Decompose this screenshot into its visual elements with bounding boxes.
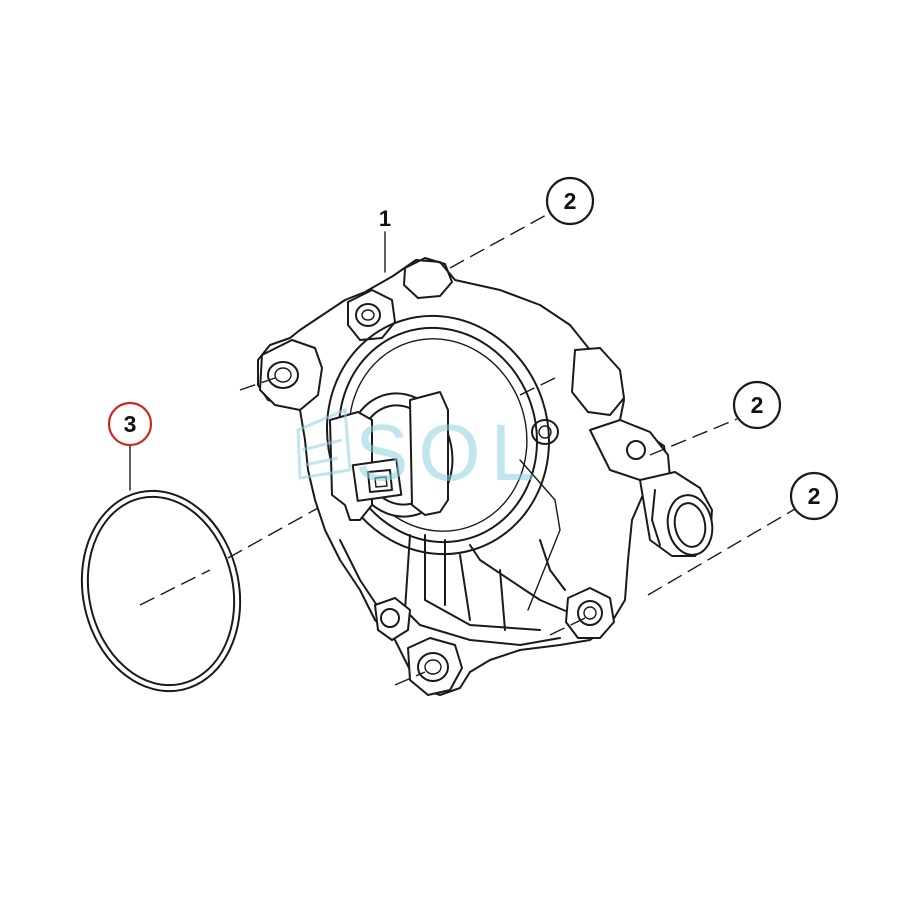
watermark-text: SOL [355,408,545,497]
callout-label-3-highlighted: 3 [107,401,153,447]
mounting-lug-bottom-right [565,587,615,639]
watermark-logo-icon [296,407,352,480]
o-ring-part [80,489,242,693]
part-label-1: 1 [379,206,391,231]
part-label-2-top: 2 [564,188,577,214]
outlet-nozzle [589,419,714,557]
leader-lines [129,213,796,686]
mounting-lug-bottom-left [374,597,411,641]
callout-label-1: 1 [379,206,391,231]
watermark: SOL [296,407,545,497]
callout-label-2-top: 2 [545,176,595,226]
drive-coupling [329,391,454,521]
part-label-3: 3 [124,411,137,437]
vacuum-pump-housing [257,257,714,696]
callout-label-2-middle: 2 [732,380,782,430]
part-label-2-middle: 2 [751,392,764,418]
mounting-lug-top-left [259,339,323,411]
part-label-2-bottom: 2 [808,483,821,509]
mounting-lug-right [531,347,625,445]
mounting-lug-bottom [407,637,463,696]
lower-frame-ribs [339,459,576,646]
callout-label-2-bottom: 2 [789,471,839,521]
